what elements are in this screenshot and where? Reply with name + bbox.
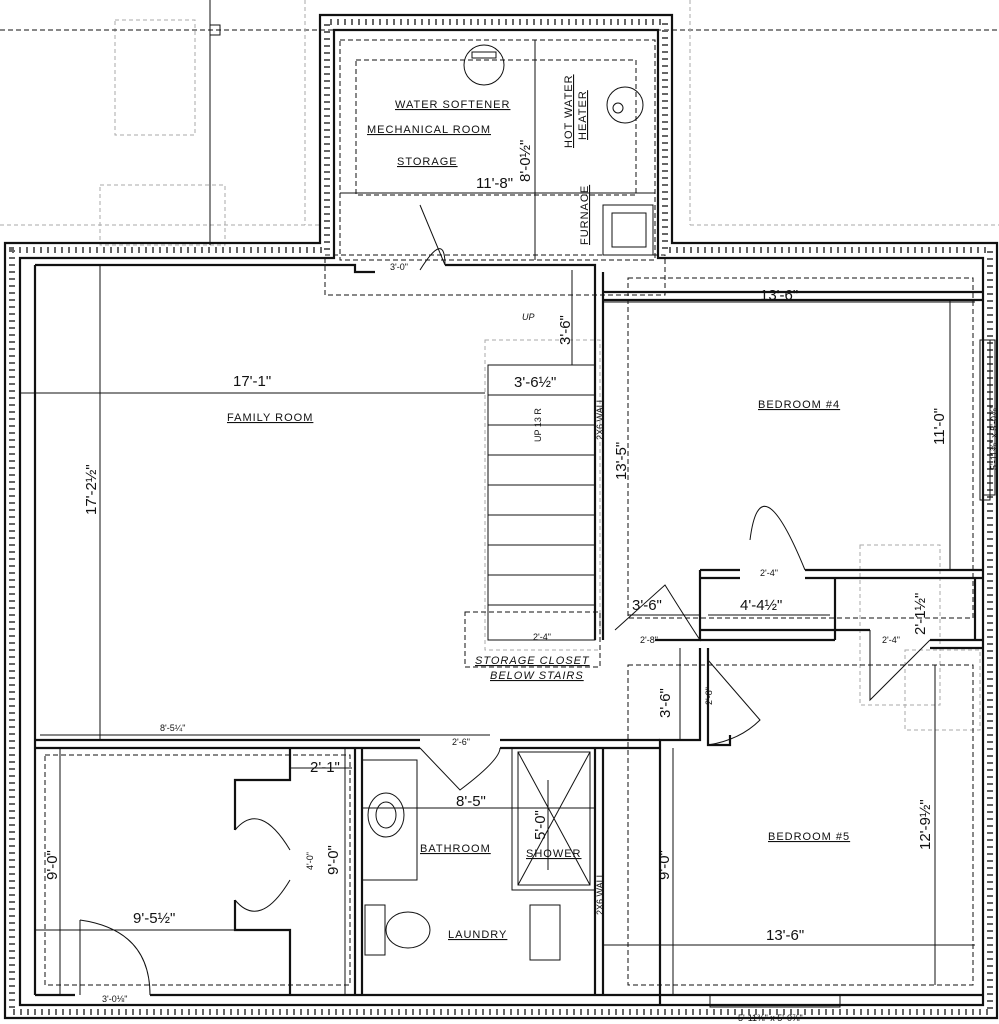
dim-mech-width: 11'-8" xyxy=(476,175,513,192)
dim-bed4-door: 2'-4" xyxy=(760,568,778,578)
dim-stair-run: 13'-5" xyxy=(613,442,630,480)
label-shower: SHOWER xyxy=(526,848,582,860)
dim-stair-width: 3'-6½" xyxy=(514,374,556,391)
label-hot-water-1: HOT WATER xyxy=(563,74,575,148)
label-water-softener: WATER SOFTENER xyxy=(395,99,510,111)
interior-walls xyxy=(33,39,996,1008)
dim-hall-3-6: 3'-6" xyxy=(657,688,674,718)
dim-window-right: 5'-11⅜" x 5'-0⅞" xyxy=(989,405,999,470)
room-labels: WATER SOFTENER MECHANICAL ROOM STORAGE H… xyxy=(227,74,850,941)
dim-family-width: 17'-1" xyxy=(233,373,271,390)
dim-stair-up: 3'-6" xyxy=(557,315,574,345)
label-laundry: LAUNDRY xyxy=(448,929,507,941)
label-bedroom-4: BEDROOM #4 xyxy=(758,399,840,411)
dim-left-room-depth: 9'-0" xyxy=(44,850,61,880)
dim-door-2-4b: 2'-4" xyxy=(882,635,900,645)
label-hot-water-2: HEATER xyxy=(577,90,589,140)
stair-treads xyxy=(488,394,595,606)
dim-family-depth: 17'-2½" xyxy=(83,464,100,515)
dim-shower-depth: 5'-0" xyxy=(532,810,549,840)
label-furnace: FURNACE xyxy=(579,185,591,245)
dim-window-bottom: 5'-11⅜" x 5'-0⅞" xyxy=(738,1013,803,1023)
dim-left-room-width: 9'-5½" xyxy=(133,910,175,927)
label-up: UP xyxy=(522,312,535,322)
dimension-lines xyxy=(20,40,975,995)
dim-bed4-width: 13'-6" xyxy=(760,287,798,304)
label-storage: STORAGE xyxy=(397,156,458,168)
dim-closet-b: 3'-6" xyxy=(632,597,662,614)
dim-door-2-6: 2'-6" xyxy=(452,737,470,747)
dim-storage-2-1: 2'-1" xyxy=(310,759,340,776)
dim-door-2-8b: 2'-8" xyxy=(704,687,714,705)
dim-door-2-8a: 2'-8" xyxy=(640,635,658,645)
dim-door-2-4a: 2'-4" xyxy=(533,632,551,642)
label-bathroom: BATHROOM xyxy=(420,843,491,855)
dim-closet-c: 2'-1½" xyxy=(912,593,929,635)
dim-bath-width: 8'-5" xyxy=(456,793,486,810)
dim-bed4-depth: 11'-0" xyxy=(931,408,948,445)
label-mechanical-room: MECHANICAL ROOM xyxy=(367,124,491,136)
dim-mech-depth: 8'-0½" xyxy=(517,140,534,182)
label-below-stairs: BELOW STAIRS xyxy=(490,670,584,682)
dim-closet-4-0: 4'-0" xyxy=(305,852,315,870)
dim-bed5-depth-b: 12'-9½" xyxy=(917,799,934,850)
dim-hall-8-5: 8'-5¼" xyxy=(160,723,185,733)
dimension-labels: 11'-8" 8'-0½" 3'-0" 17'-1" 17'-2½" 3'-6"… xyxy=(44,140,999,1023)
dim-closet-a: 4'-4½" xyxy=(740,597,782,614)
label-bedroom-5: BEDROOM #5 xyxy=(768,831,850,843)
dim-mech-door: 3'-0" xyxy=(390,262,408,272)
label-family-room: FAMILY ROOM xyxy=(227,412,313,424)
label-2x6-wall-b: 2X6 WALL xyxy=(595,872,605,915)
label-storage-closet: STORAGE CLOSET xyxy=(475,655,590,667)
label-up-13r: UP 13 R xyxy=(533,408,543,442)
dim-closet-9-0: 9'-0" xyxy=(325,845,342,875)
dim-entry-door: 3'-0⅛" xyxy=(102,994,127,1004)
dim-bed5-depth-a: 9'-0" xyxy=(656,850,673,880)
label-2x6-wall-a: 2X6 WALL xyxy=(595,397,605,440)
dim-bed5-width: 13'-6" xyxy=(766,927,804,944)
foundation-walls xyxy=(3,13,999,1020)
